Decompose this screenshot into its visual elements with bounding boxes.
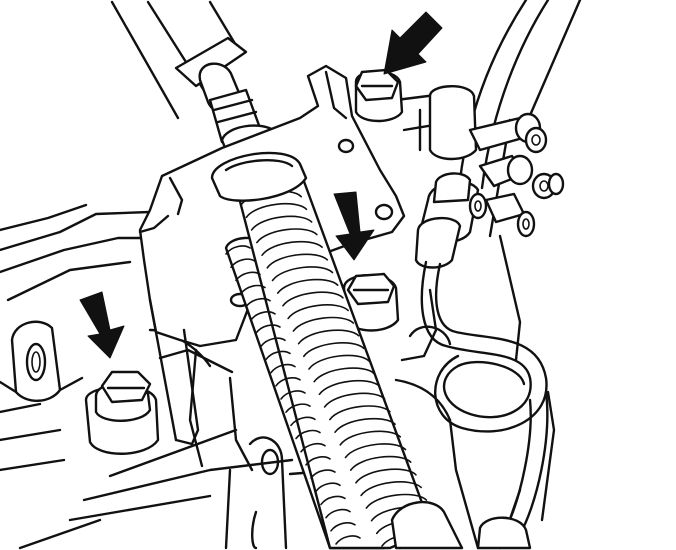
bracket-bolt-upper — [354, 68, 404, 123]
rear-boot-ridge — [335, 535, 361, 545]
cable-boot-ridge — [250, 215, 313, 231]
cable-boot-ridge — [334, 417, 396, 434]
bracket-bolt-middle — [342, 272, 400, 332]
cable-boot-ridge — [271, 266, 334, 282]
rear-boot-ridge — [285, 403, 311, 413]
rear-boot-ridge — [310, 469, 336, 479]
fuel-line — [414, 0, 550, 550]
pipe-fittings — [428, 85, 565, 238]
rear-boot-ridge — [255, 324, 281, 334]
cable-boot-ridge — [339, 430, 402, 446]
cable-boot-ridge — [308, 354, 370, 370]
cable-boot-ridge — [297, 329, 360, 345]
cable-boot-ridge — [323, 392, 386, 408]
left-mount-tab — [0, 320, 84, 414]
cable-boot-ridge — [282, 291, 344, 307]
rear-boot-ridge — [240, 284, 266, 295]
cable-boot-ridge — [245, 203, 308, 219]
cable-boot-ridge — [344, 443, 407, 459]
cable-boot-ridge — [329, 405, 391, 421]
arrow-top-right — [383, 11, 443, 75]
transmission-housing — [0, 0, 582, 550]
gear-shift-cable — [210, 151, 464, 550]
rear-boot-ridge — [320, 495, 346, 506]
cable-boot-ridge — [287, 304, 349, 320]
rear-boot-ridge — [265, 350, 291, 361]
rear-boot-ridge — [245, 297, 271, 308]
cable-boot-ridge — [360, 481, 422, 497]
arrow-center — [333, 191, 375, 261]
rear-boot-ridge — [315, 482, 341, 493]
rear-boot-ridge — [225, 245, 251, 255]
cable-boot-ridge — [261, 240, 323, 257]
cable-boot-ridge — [266, 253, 329, 269]
rear-boot-ridge — [290, 416, 316, 427]
cable-boot-ridge — [256, 228, 318, 244]
rear-boot-ridge — [280, 390, 306, 400]
rear-boot-ridge — [235, 271, 261, 282]
bracket-bolt-lower-left — [84, 370, 160, 455]
cable-boot-ridge — [276, 278, 339, 294]
rear-boot-ridge — [230, 258, 256, 268]
cable-boot-ridge — [292, 316, 355, 332]
cable-boot-ridge — [365, 493, 428, 509]
rear-boot-ridge — [275, 377, 301, 387]
rear-boot-ridge — [250, 311, 276, 321]
cable-boot-ridge — [302, 342, 365, 358]
rear-boot-ridge — [300, 442, 326, 453]
cable-boot-ridge — [313, 367, 376, 383]
cable-boot-ridge — [355, 468, 417, 484]
cable-boot-ridge — [318, 380, 381, 396]
rear-boot-ridge — [330, 522, 356, 532]
rear-boot-ridge — [325, 508, 351, 519]
rear-boot-ridge — [305, 456, 331, 466]
rear-boot-ridge — [260, 337, 286, 348]
rear-boot-ridge — [270, 363, 296, 374]
rear-boot-ridge — [295, 429, 321, 440]
arrow-left — [79, 291, 125, 359]
cable-boot-ridge — [349, 455, 412, 471]
